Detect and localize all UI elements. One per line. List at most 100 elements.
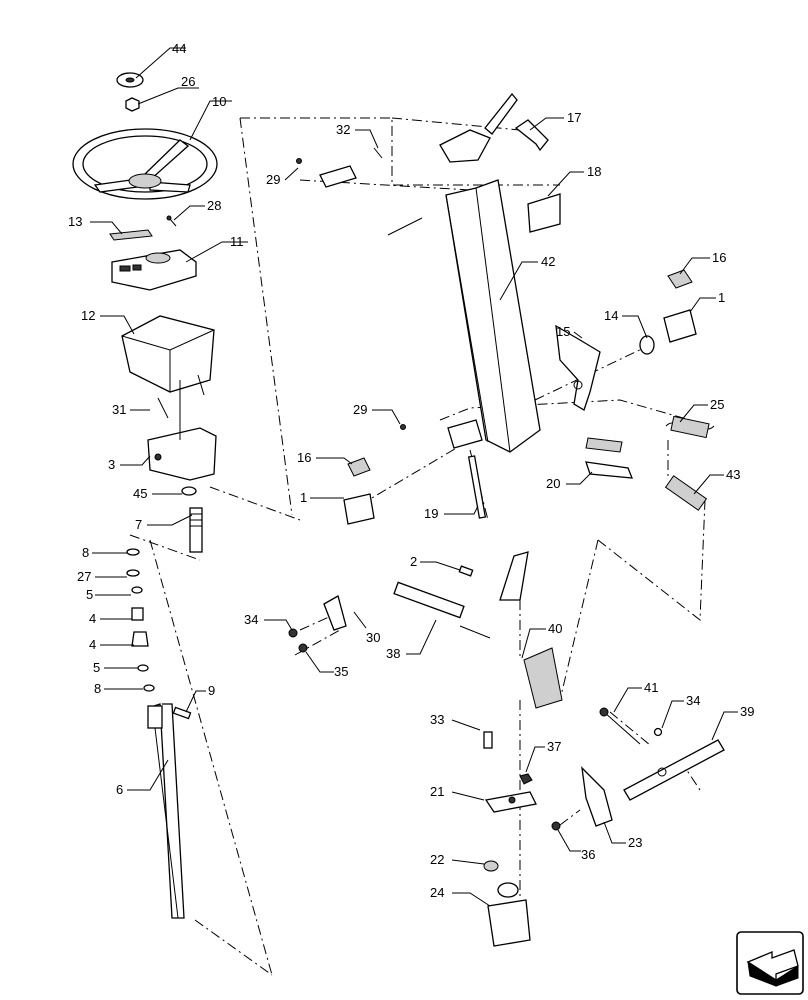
part-17-key	[514, 119, 549, 152]
part-45-ring	[181, 486, 197, 496]
callout-38: 38	[386, 646, 400, 661]
part-28-screw	[166, 215, 177, 227]
part-37-nut	[519, 773, 533, 785]
callout-6: 6	[116, 782, 123, 797]
part-20-pad	[585, 437, 633, 479]
part-6-lower-shaft	[147, 703, 185, 919]
callout-16: 16	[297, 450, 311, 465]
part-21-flange	[484, 791, 537, 813]
callout-9: 9	[208, 683, 215, 698]
part-12-shroud	[121, 315, 215, 396]
part-switch-assembly	[439, 92, 518, 163]
callout-5: 5	[93, 660, 100, 675]
callout-5: 5	[86, 587, 93, 602]
part-16-clip-lower	[347, 457, 371, 477]
part-10-steering-wheel	[72, 128, 218, 200]
callout-26: 26	[181, 74, 195, 89]
leader-lines	[90, 47, 738, 907]
callout-4: 4	[89, 611, 96, 626]
callout-1: 1	[718, 290, 725, 305]
part-40-bellows	[523, 647, 563, 709]
callout-15: 15	[556, 324, 570, 339]
callout-34: 34	[686, 693, 700, 708]
callout-17: 17	[567, 110, 581, 125]
part-23-arm	[581, 766, 613, 827]
orientation-arrow-icon	[736, 931, 804, 995]
callout-14: 14	[604, 308, 618, 323]
callout-25: 25	[710, 397, 724, 412]
callout-7: 7	[135, 517, 142, 532]
callout-37: 37	[547, 739, 561, 754]
callout-1: 1	[300, 490, 307, 505]
part-31-pin	[157, 397, 169, 419]
callout-4: 4	[89, 637, 96, 652]
callout-24: 24	[430, 885, 444, 900]
callout-22: 22	[430, 852, 444, 867]
part-18-plate	[527, 193, 561, 233]
callout-2: 2	[410, 554, 417, 569]
part-1-block-upper	[663, 309, 697, 343]
callout-32: 32	[336, 122, 350, 137]
callout-28: 28	[207, 198, 221, 213]
callout-19: 19	[424, 506, 438, 521]
callout-45: 45	[133, 486, 147, 501]
assembly-guide-lines	[129, 117, 706, 976]
part-14-bushing	[639, 335, 655, 355]
callout-40: 40	[548, 621, 562, 636]
callout-21: 21	[430, 784, 444, 799]
callout-11: 11	[230, 234, 244, 249]
part-13-label	[109, 229, 153, 241]
callout-23: 23	[628, 835, 642, 850]
callout-29: 29	[266, 172, 280, 187]
part-bolt-long	[387, 217, 423, 236]
callout-43: 43	[726, 467, 740, 482]
part-41-bolt	[599, 707, 641, 745]
part-22-washer	[483, 860, 499, 872]
callout-42: 42	[541, 254, 555, 269]
part-handle	[499, 551, 529, 601]
callout-29: 29	[353, 402, 367, 417]
callout-36: 36	[581, 847, 595, 862]
part-3-bracket	[147, 380, 217, 481]
part-lever-plate	[447, 419, 483, 449]
part-39-bracket	[623, 739, 725, 801]
callout-31: 31	[112, 402, 126, 417]
part-25-spring	[665, 415, 715, 439]
part-30-bracket	[323, 595, 347, 631]
callout-16: 16	[712, 250, 726, 265]
callout-34: 34	[244, 612, 258, 627]
callout-8: 8	[82, 545, 89, 560]
part-16-clip-upper	[667, 269, 693, 289]
part-29-screw-lower	[400, 424, 406, 430]
part-2-pin	[458, 565, 474, 577]
part-26-nut	[125, 97, 140, 112]
part-15-lever	[555, 324, 601, 411]
part-36-nut	[551, 821, 561, 831]
callout-30: 30	[366, 630, 380, 645]
part-24-base	[487, 882, 531, 947]
part-43-spring	[664, 475, 708, 511]
part-11-console	[111, 249, 197, 291]
callout-27: 27	[77, 569, 91, 584]
part-34-nut-right	[653, 727, 663, 737]
part-32-screw	[373, 147, 383, 159]
part-34-nut-left	[288, 628, 298, 638]
callout-10: 10	[212, 94, 226, 109]
part-44-cap	[116, 72, 144, 88]
callout-8: 8	[94, 681, 101, 696]
part-stack-washers	[126, 548, 155, 692]
part-19-rod	[467, 455, 487, 519]
part-35-nut	[298, 643, 308, 653]
part-bracket-small	[319, 165, 357, 188]
callout-35: 35	[334, 664, 348, 679]
callout-labels: 44 26 10 13 28 11 12 31 3 45 7 8 27 5 4 …	[68, 41, 754, 900]
callout-12: 12	[81, 308, 95, 323]
callout-44: 44	[172, 41, 186, 56]
callout-41: 41	[644, 680, 658, 695]
part-7-shaft	[189, 507, 203, 553]
part-42-column	[445, 179, 541, 453]
part-1-block-lower	[343, 493, 375, 525]
callout-13: 13	[68, 214, 82, 229]
part-33-bolt	[483, 731, 493, 749]
